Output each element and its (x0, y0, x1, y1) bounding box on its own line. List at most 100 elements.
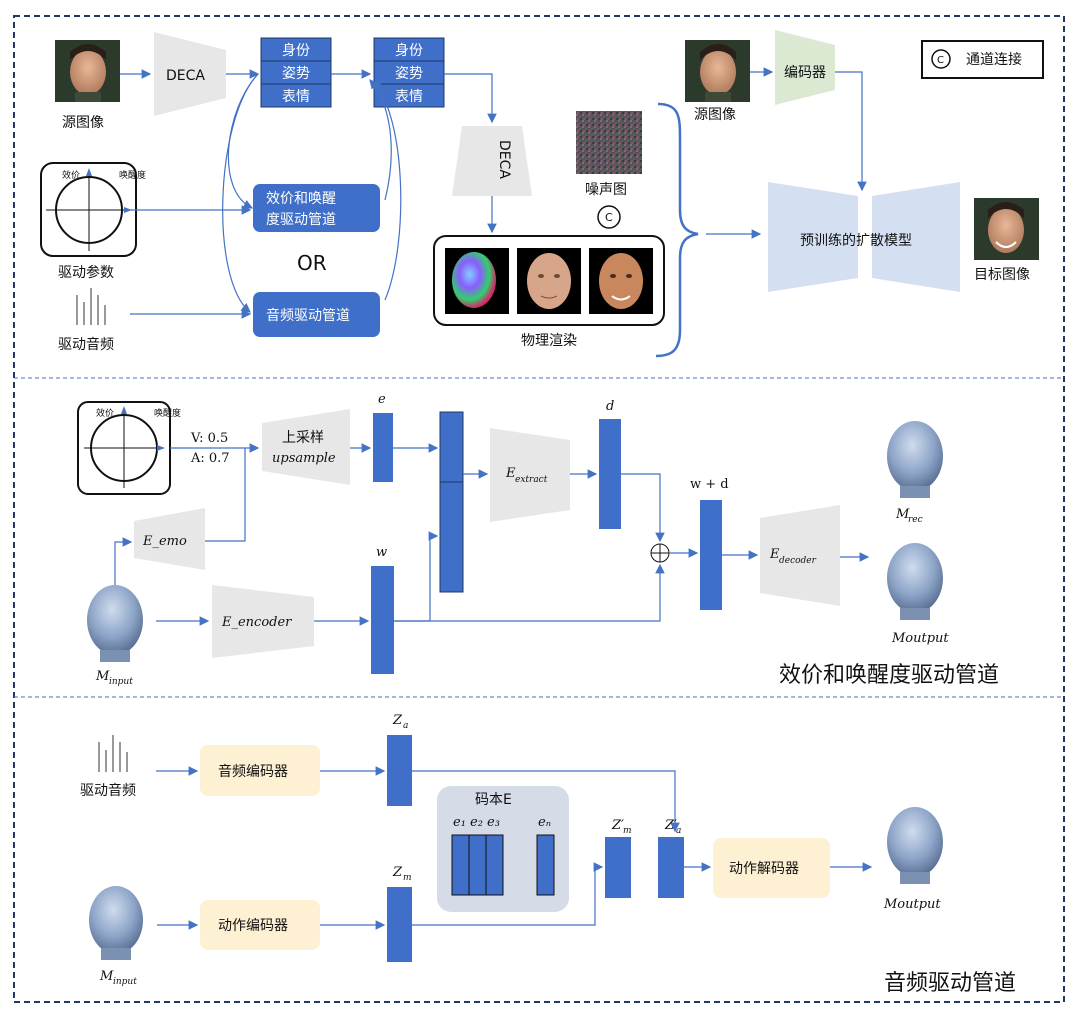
motion-decoder-label: 动作解码器 (729, 861, 799, 877)
codebook-e2 (468, 834, 487, 896)
legend-text: 通道连接 (966, 51, 1022, 68)
encoder-shape (775, 30, 835, 105)
wd-label: w + d (690, 477, 729, 492)
d-label: d (606, 399, 614, 414)
zm-label: Z (392, 865, 403, 880)
deca-vertical-label: DECA (496, 140, 512, 179)
motion-decoder-box (713, 838, 830, 898)
w-label: w (376, 545, 387, 560)
motion-encoder-box (200, 900, 320, 950)
diffusion-label: 预训练的扩散模型 (800, 233, 912, 249)
audio-section-title: 音频驱动管道 (884, 971, 1016, 996)
diffusion-left (768, 182, 858, 292)
brace (655, 102, 699, 358)
e3-label: e₃ (487, 815, 500, 830)
zm-block (387, 887, 412, 962)
render-textured-face (589, 248, 653, 314)
target-image-label: 目标图像 (974, 267, 1030, 283)
circle-arousal-label: 唤醒度 (119, 169, 146, 181)
m-input-sub-2: input (113, 977, 137, 987)
e-label: e (378, 392, 386, 407)
codebook-en (536, 834, 555, 896)
audio-encoder-label: 音频编码器 (218, 763, 288, 780)
param-expression-2: 表情 (395, 89, 423, 105)
m-input-head (87, 585, 143, 662)
va-pipeline-box (253, 184, 380, 232)
za-label: Z (392, 713, 403, 728)
zm-prime-label: Z′ (611, 818, 624, 833)
za-prime-label: Z′ (664, 818, 677, 833)
param-identity-2: 身份 (395, 43, 423, 59)
noise-image (576, 111, 642, 174)
source-face-image (55, 40, 120, 102)
target-face-image (974, 198, 1039, 260)
audio-waveform-icon (76, 288, 106, 325)
diffusion-right (872, 182, 960, 292)
e-emo-label: E_emo (142, 534, 187, 549)
drive-audio-label-2: 驱动音频 (80, 782, 136, 799)
e-extract-shape (490, 428, 570, 522)
upsample-en: upsample (272, 451, 336, 466)
m-input-label: M (95, 669, 110, 684)
motion-encoder-label: 动作编码器 (218, 918, 288, 934)
za-sub: a (403, 721, 408, 731)
param-pose-1: 姿势 (282, 66, 310, 82)
va-widget: 效价 唤醒度 (77, 401, 181, 495)
audio-pipeline-box (253, 292, 380, 337)
za-prime-block (658, 837, 684, 898)
za-block (387, 735, 412, 806)
zm-prime-sub: m (623, 826, 632, 836)
deca-label: DECA (166, 68, 205, 84)
codebook-e1 (451, 834, 470, 896)
va-valence-label: 效价 (96, 407, 114, 419)
m-output-label: Moutput (891, 631, 949, 646)
a-value: A: 0.7 (190, 451, 230, 466)
source-face-image-2 (685, 40, 750, 102)
concat-symbol: C (605, 211, 613, 224)
source-image-label: 源图像 (62, 115, 104, 131)
concat-block-top (439, 411, 464, 483)
m-input-label-2: M (99, 969, 114, 984)
e-decoder-sub: decoder (779, 556, 817, 566)
e-block (373, 413, 393, 482)
wd-block (700, 500, 722, 610)
legend-concat-symbol: C (937, 55, 944, 66)
deca-decoder-shape (452, 126, 532, 196)
render-label: 物理渲染 (521, 333, 577, 349)
upsample-cn: 上采样 (282, 430, 324, 446)
e-decoder-label: E (769, 547, 780, 562)
deca-encoder-shape (154, 32, 226, 116)
drive-params-widget: 效价 唤醒度 (40, 162, 146, 257)
source-image-label-2: 源图像 (694, 107, 736, 123)
upsample-shape (262, 409, 350, 485)
codebook-e3 (485, 834, 504, 896)
va-pipeline-line1: 效价和唤醒 (266, 190, 336, 207)
e-emo-shape (134, 508, 205, 570)
param-expression-1: 表情 (282, 89, 310, 105)
concat-block-bottom (439, 481, 464, 593)
render-normal-map (445, 248, 509, 314)
e-extract-sub: extract (515, 475, 548, 485)
drive-audio-label: 驱动音频 (58, 336, 114, 353)
e-encoder-shape (212, 585, 314, 658)
w-block (371, 566, 394, 674)
param-pose-2: 姿势 (395, 66, 423, 82)
audio-pipeline-label: 音频驱动管道 (266, 307, 350, 324)
outer-frame (13, 15, 1065, 1003)
va-pipeline-line2: 度驱动管道 (266, 212, 336, 228)
audio-encoder-box (200, 745, 320, 796)
m-output-head-2 (887, 807, 943, 884)
v-value: V: 0.5 (190, 431, 228, 446)
m-input-head-2 (89, 886, 143, 960)
render-shaded-face (517, 248, 581, 314)
legend-concat-icon (931, 49, 951, 69)
m-output-head (887, 543, 943, 620)
noise-label: 噪声图 (585, 182, 627, 198)
m-rec-label: M (895, 507, 910, 522)
audio-waveform-icon-2 (98, 735, 128, 772)
params-block-2: 身份 姿势 表情 (373, 37, 445, 108)
zm-sub: m (403, 873, 412, 883)
va-arousal-label: 唤醒度 (154, 407, 181, 419)
e-extract-label: E (505, 466, 516, 481)
param-identity-1: 身份 (282, 43, 310, 59)
